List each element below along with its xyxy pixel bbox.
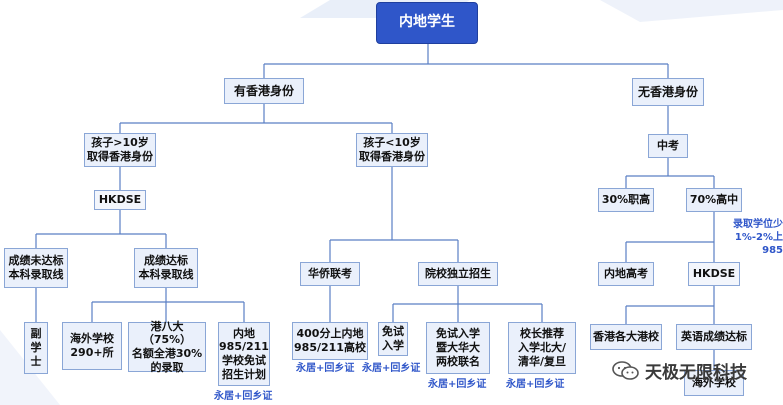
exam-free-jinan-node: 免试入学 暨大华大 两校联名	[426, 322, 490, 374]
english-meet-node: 英语成绩达标	[676, 324, 752, 350]
overseas-exam-node: 华侨联考	[300, 262, 360, 286]
vocational-30-node: 30%职高	[598, 188, 654, 212]
with-hk-id-node: 有香港身份	[224, 78, 304, 104]
wechat-icon	[612, 360, 640, 382]
child-over10-node: 孩子>10岁 取得香港身份	[84, 133, 156, 167]
hkdse-right-node: HKDSE	[688, 262, 740, 286]
hkdse-left-node: HKDSE	[94, 190, 146, 210]
residence-note-985: 永居+回乡证	[214, 391, 273, 402]
meet-bachelor-node: 成绩达标 本科录取线	[134, 248, 198, 288]
residence-note-400: 永居+回乡证	[296, 363, 355, 374]
admission-note: 录取学位少 1%-2%上985	[733, 219, 783, 256]
hk-eight-node: 港八大（75%） 名额全港30% 的录取	[128, 320, 206, 374]
score-400-node: 400分上内地 985/211高校	[292, 322, 368, 360]
mainland-985-node: 内地 985/211 学校免试 招生计划	[218, 322, 270, 386]
without-hk-id-node: 无香港身份	[632, 78, 704, 106]
overseas-school-right-node: 海外学校	[684, 370, 744, 396]
principal-recommend-node: 校长推荐 入学北大/ 清华/复旦	[508, 322, 576, 374]
associate-degree-node: 副 学 士	[24, 322, 48, 374]
hk-universities-node: 香港各大港校	[590, 324, 662, 350]
overseas-schools-node: 海外学校 290+所	[62, 322, 122, 370]
root-node: 内地学生	[376, 2, 478, 44]
child-under10-node: 孩子<10岁 取得香港身份	[356, 133, 428, 167]
watermark: 天极无限科技	[612, 358, 747, 383]
exam-free-node: 免试 入学	[378, 322, 408, 356]
residence-note-exam-free: 永居+回乡证	[362, 363, 421, 374]
zhongkao-node: 中考	[648, 134, 688, 158]
watermark-text: 天极无限科技	[645, 363, 747, 383]
mainland-gaokao-node: 内地高考	[598, 262, 654, 286]
residence-note-jinan: 永居+回乡证	[428, 379, 487, 390]
residence-note-principal: 永居+回乡证	[506, 379, 565, 390]
below-bachelor-node: 成绩未达标 本科录取线	[4, 248, 68, 288]
high-school-70-node: 70%高中	[686, 188, 742, 212]
independent-enroll-node: 院校独立招生	[418, 262, 498, 286]
